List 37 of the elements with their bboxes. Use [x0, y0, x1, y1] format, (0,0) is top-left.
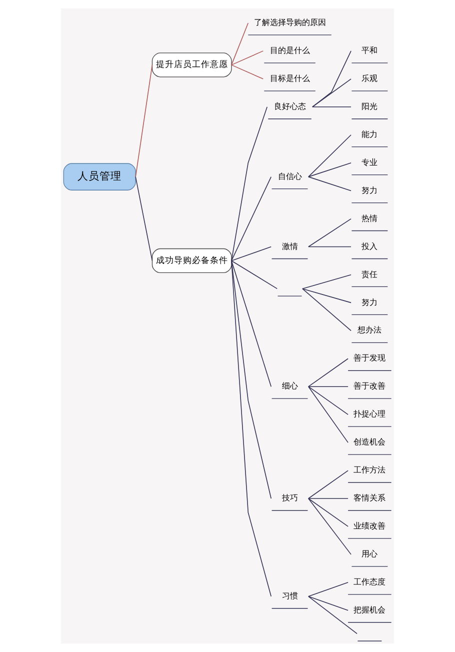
connector	[312, 50, 352, 108]
node-box: 成功导购必备条件	[152, 248, 232, 274]
connector	[308, 134, 352, 178]
connector	[231, 260, 272, 387]
connector	[308, 218, 352, 248]
connector	[308, 358, 348, 387]
connector	[135, 176, 153, 262]
connector	[308, 162, 352, 178]
connector	[231, 260, 278, 290]
connector	[308, 470, 348, 499]
connector	[308, 498, 348, 499]
connector	[308, 176, 352, 192]
connector	[231, 260, 272, 597]
connector	[231, 176, 272, 262]
connector	[231, 246, 272, 262]
connector	[312, 78, 352, 108]
connector	[308, 246, 352, 248]
connector	[302, 288, 352, 304]
connector	[308, 596, 358, 634]
connector	[231, 22, 249, 66]
connector	[308, 582, 348, 597]
connector	[312, 106, 352, 108]
connector	[302, 274, 352, 290]
connector	[308, 386, 348, 443]
connector	[302, 288, 352, 332]
connector	[308, 596, 348, 611]
connector	[308, 498, 348, 527]
connector	[231, 106, 268, 262]
node-box: 提升店员工作意愿	[152, 52, 232, 78]
connector	[308, 386, 348, 415]
connector	[231, 50, 264, 66]
node-box: 人员管理	[63, 163, 136, 190]
connector	[135, 64, 153, 178]
connector	[231, 260, 272, 499]
connector	[308, 498, 352, 555]
connector	[231, 64, 264, 80]
connector	[308, 386, 348, 387]
